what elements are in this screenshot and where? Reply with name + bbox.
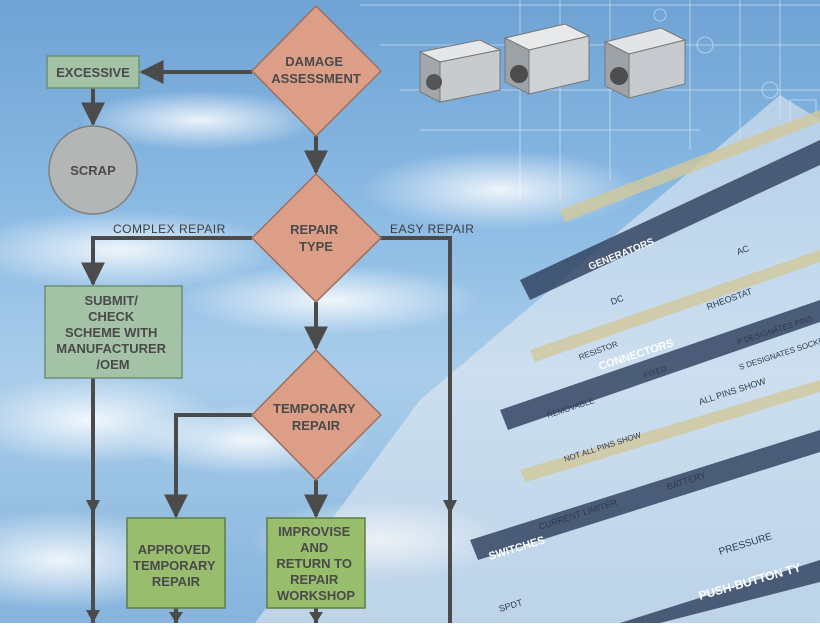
line-arrowheads — [86, 500, 457, 623]
svg-text:IMPROVISE AND RETU: IMPROVISE AND RETURN TO REPAIR WORKSHOP — [276, 524, 355, 603]
edge-complex-repair — [81, 236, 252, 287]
sheet-label-ac: AC — [735, 243, 751, 257]
node-improvise-return: IMPROVISE AND RETURN TO REPAIR WORKSHOP — [266, 517, 366, 609]
edge-label-complex-repair: COMPLEX REPAIR — [113, 222, 226, 236]
svg-text:REPAIR TYPE: REPAIR TYPE — [290, 222, 342, 254]
equipment-images — [418, 23, 687, 103]
improvise-line-1: IMPROVISE — [278, 524, 351, 539]
svg-text:DAMAGE ASSESSMENT: DAMAGE ASSESSMENT — [271, 54, 361, 86]
damage-assessment-line-2: ASSESSMENT — [271, 71, 361, 86]
node-submit-check: SUBMIT/ CHECK SCHEME WITH MANUFACTURER /… — [44, 285, 183, 379]
improvise-line-4: REPAIR — [290, 572, 339, 587]
schematic-background — [360, 0, 820, 200]
improvise-line-5: WORKSHOP — [277, 588, 355, 603]
temporary-repair-line-1: TEMPORARY — [273, 401, 356, 416]
repair-type-line-2: TYPE — [299, 239, 333, 254]
node-repair-type: REPAIR TYPE — [250, 172, 383, 304]
submit-line-4: MANUFACTURER — [56, 341, 166, 356]
repair-type-line-1: REPAIR — [290, 222, 339, 237]
node-temporary-repair: TEMPORARY REPAIR — [250, 348, 383, 482]
edge-label-easy-repair: EASY REPAIR — [390, 222, 474, 236]
node-excessive: EXCESSIVE — [46, 55, 140, 89]
node-scrap: SCRAP — [48, 125, 138, 215]
excessive-label: EXCESSIVE — [56, 65, 130, 80]
edge-easy-repair — [380, 236, 452, 623]
submit-line-3: SCHEME WITH — [65, 325, 157, 340]
svg-text:TEMPORARY REPAIR: TEMPORARY REPAIR — [273, 401, 359, 433]
improvise-line-3: RETURN TO — [276, 556, 352, 571]
sheet-label-dc: DC — [609, 293, 625, 307]
approved-line-3: REPAIR — [152, 574, 201, 589]
approved-line-1: APPROVED — [138, 542, 211, 557]
temporary-repair-line-2: REPAIR — [292, 418, 341, 433]
svg-text:APPROVED TEMPORARY: APPROVED TEMPORARY REPAIR — [133, 542, 219, 589]
reference-sheet: GENERATORS CONNECTORS SWITCHES PUSH-BUTT… — [255, 95, 820, 623]
submit-line-1: SUBMIT/ — [84, 293, 138, 308]
svg-text:SUBMIT/ CHECK SCHE: SUBMIT/ CHECK SCHEME WITH MANUFACTURER /… — [56, 293, 169, 372]
approved-line-2: TEMPORARY — [133, 558, 216, 573]
improvise-line-2: AND — [300, 540, 328, 555]
edge-temporary-to-approved — [164, 413, 252, 519]
scrap-label: SCRAP — [70, 163, 116, 178]
damage-assessment-line-1: DAMAGE — [285, 54, 343, 69]
node-damage-assessment: DAMAGE ASSESSMENT — [250, 4, 383, 138]
submit-line-2: CHECK — [88, 309, 135, 324]
submit-line-5: /OEM — [96, 357, 129, 372]
node-approved-temporary-repair: APPROVED TEMPORARY REPAIR — [126, 517, 226, 609]
